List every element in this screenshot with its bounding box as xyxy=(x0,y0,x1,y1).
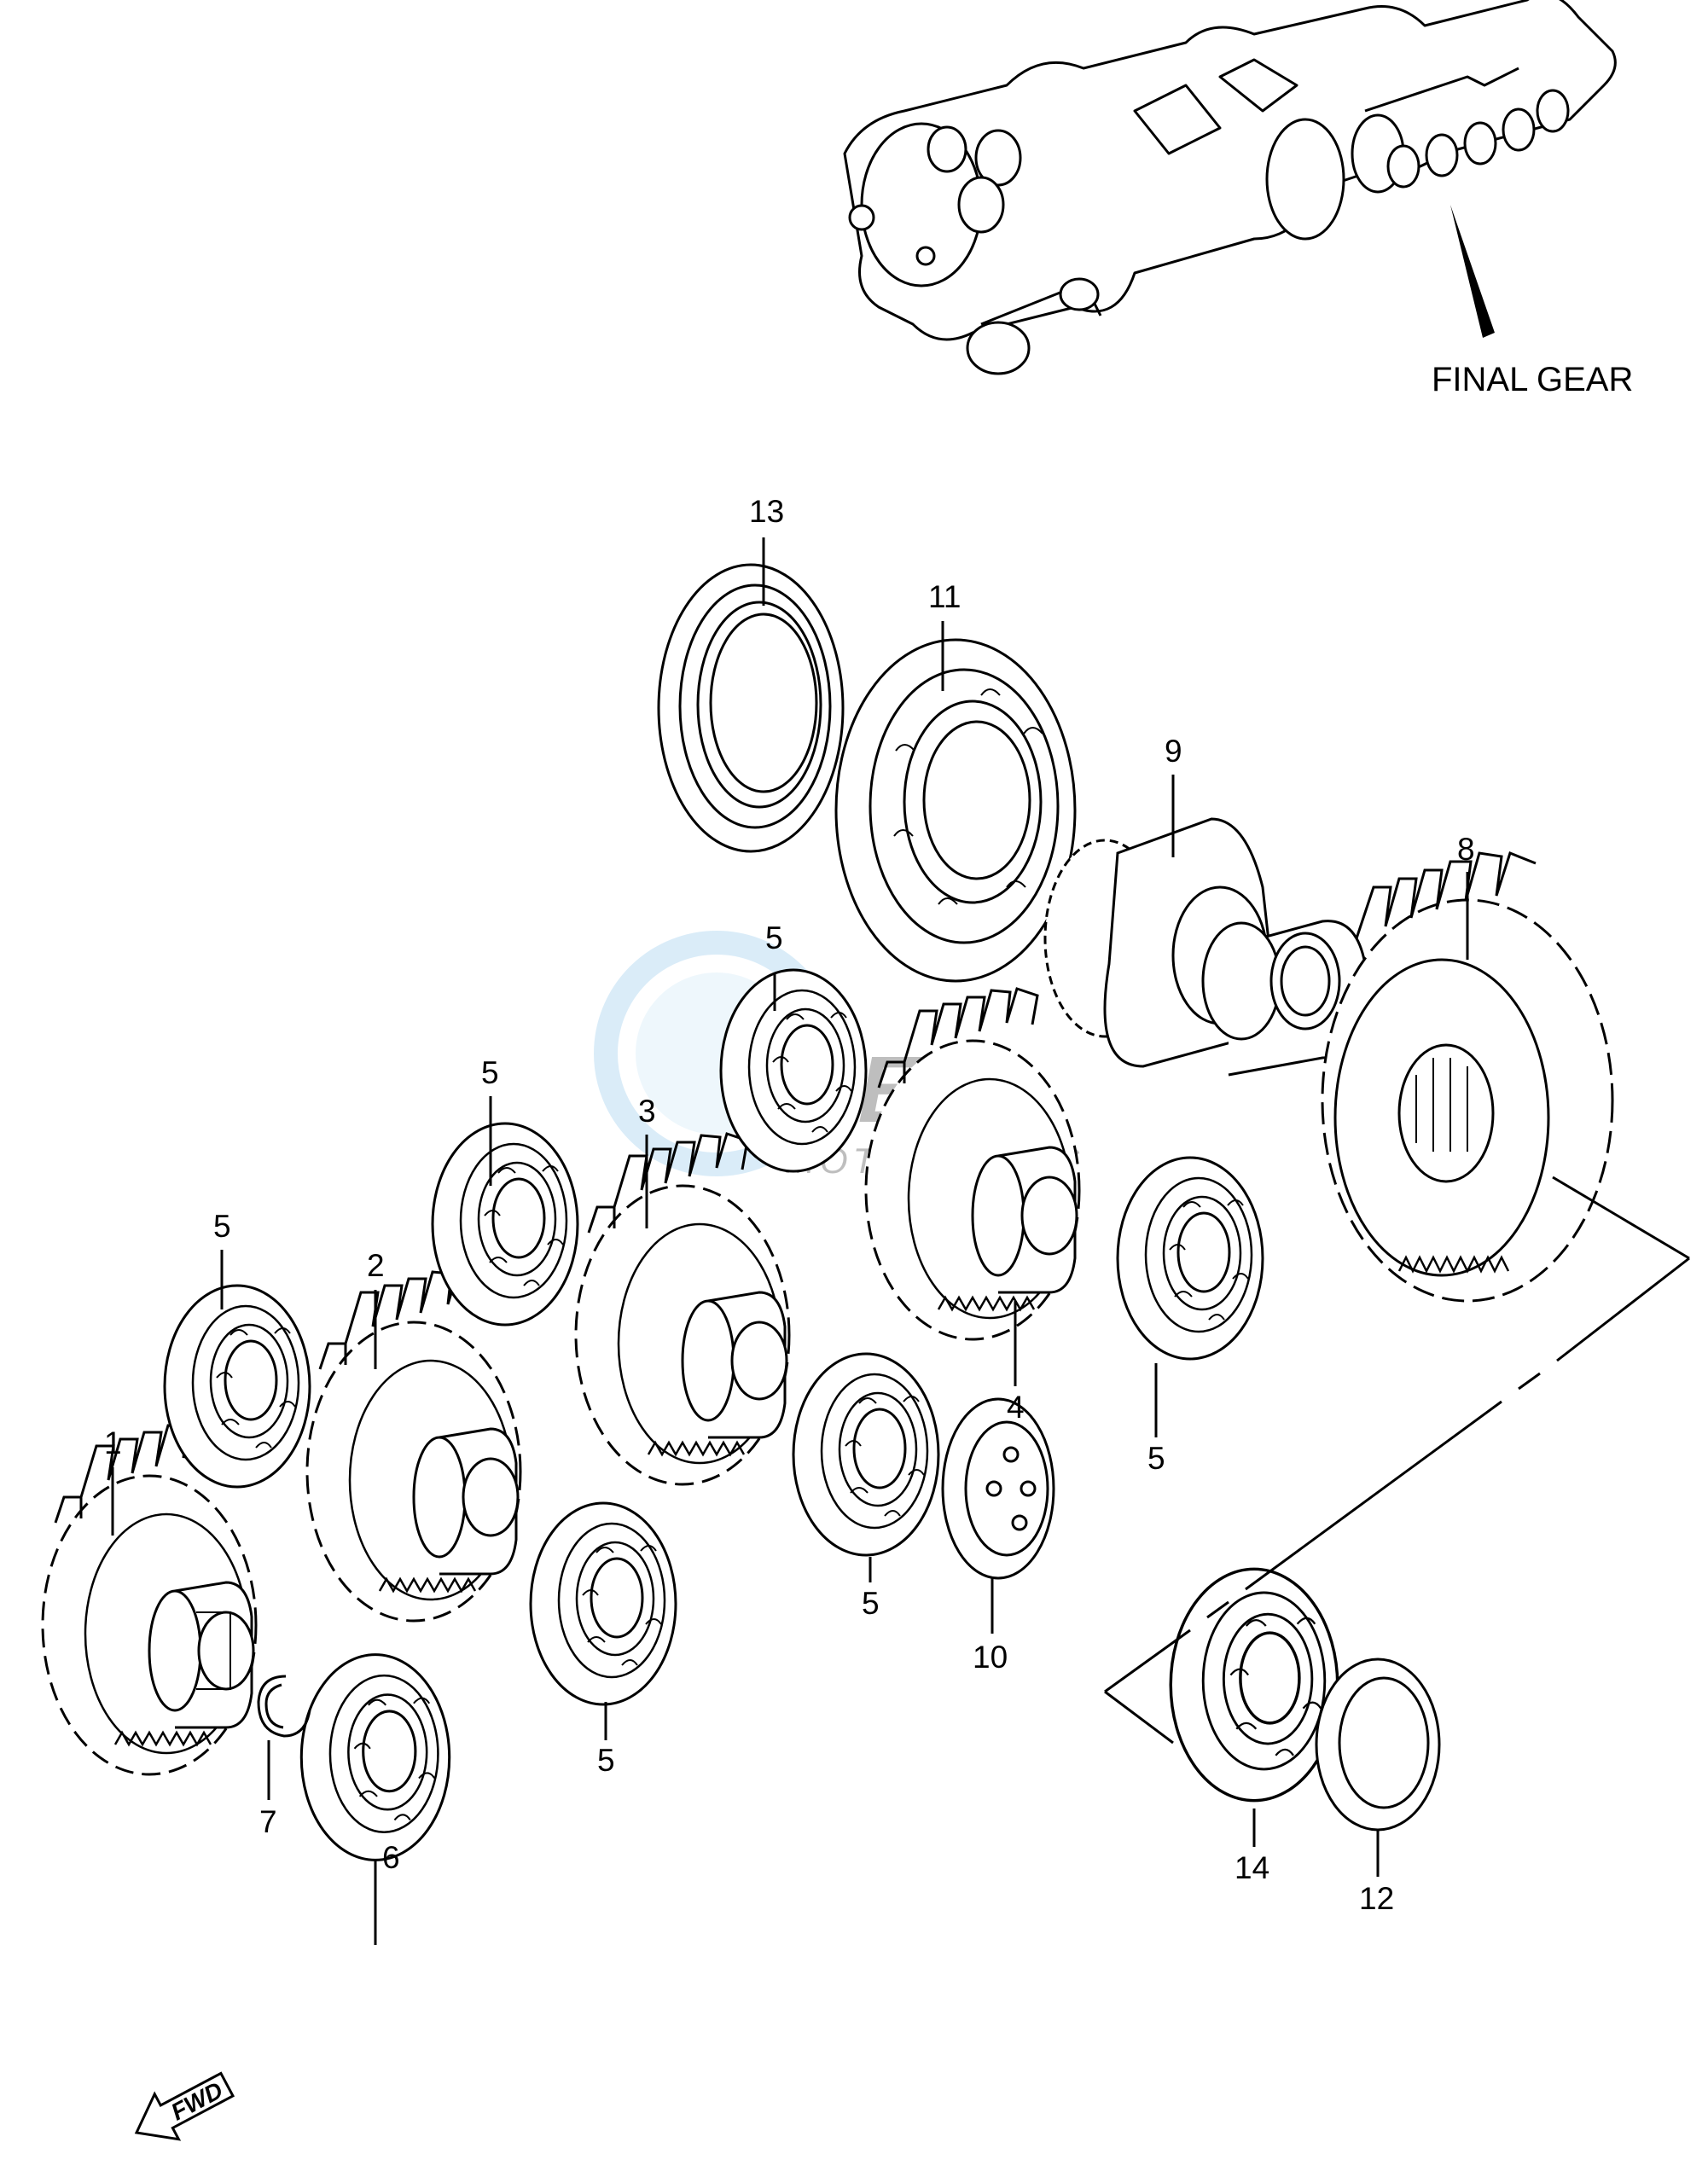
part-6-bearing xyxy=(299,1653,451,1861)
part-5-bearing-c xyxy=(163,1284,311,1489)
label-part-5e: 5 xyxy=(862,1586,880,1621)
label-part-5d: 5 xyxy=(1147,1441,1165,1476)
label-part-12: 12 xyxy=(1359,1881,1394,1916)
part-10-lock-washer xyxy=(941,1397,1055,1580)
label-part-9: 9 xyxy=(1165,734,1182,769)
label-part-4: 4 xyxy=(1007,1390,1025,1425)
assembly-reference-lines xyxy=(1104,1176,1690,1745)
part-5-bearing-d xyxy=(1116,1156,1264,1361)
part-number-labels: 13 11 9 8 5 5 3 5 2 1 4 5 5 10 5 7 6 14 … xyxy=(104,494,1475,1916)
part-9-shaft xyxy=(1043,817,1367,1077)
label-part-5a: 5 xyxy=(765,920,783,955)
final-gear-assembly-illustration xyxy=(843,0,1617,375)
label-part-1: 1 xyxy=(104,1425,122,1460)
label-part-7: 7 xyxy=(259,1804,277,1839)
label-part-6: 6 xyxy=(382,1840,400,1875)
fwd-arrow-icon: FWD xyxy=(134,2071,235,2141)
label-part-5f: 5 xyxy=(597,1743,615,1778)
part-5-bearing-b xyxy=(431,1122,579,1327)
label-part-10: 10 xyxy=(973,1640,1008,1675)
part-7-circlip xyxy=(257,1675,311,1738)
label-part-2: 2 xyxy=(367,1248,385,1283)
label-part-8: 8 xyxy=(1457,832,1475,867)
part-1-gear xyxy=(41,1422,258,1776)
fwd-label: FWD xyxy=(166,2076,227,2125)
label-part-3: 3 xyxy=(638,1094,656,1129)
label-part-14: 14 xyxy=(1235,1850,1269,1885)
part-3-gear xyxy=(574,1132,791,1486)
part-5-bearing-f xyxy=(529,1501,677,1706)
part-8-large-gear xyxy=(1321,851,1614,1303)
final-gear-label: FINAL GEAR xyxy=(1432,361,1633,398)
label-part-5b: 5 xyxy=(481,1055,499,1090)
part-13-oil-seal xyxy=(657,563,845,853)
leader-lines xyxy=(111,537,1469,1945)
part-5-bearing-e xyxy=(792,1352,940,1557)
final-gear-pointer xyxy=(1450,205,1495,338)
part-12-seal-ring xyxy=(1315,1658,1441,1832)
part-11-bearing xyxy=(834,638,1077,983)
label-part-13: 13 xyxy=(749,494,784,529)
label-part-11: 11 xyxy=(928,579,961,614)
label-part-5c: 5 xyxy=(213,1209,231,1244)
part-14-bearing xyxy=(1169,1567,1339,1803)
part-5-bearing-a xyxy=(719,968,868,1173)
